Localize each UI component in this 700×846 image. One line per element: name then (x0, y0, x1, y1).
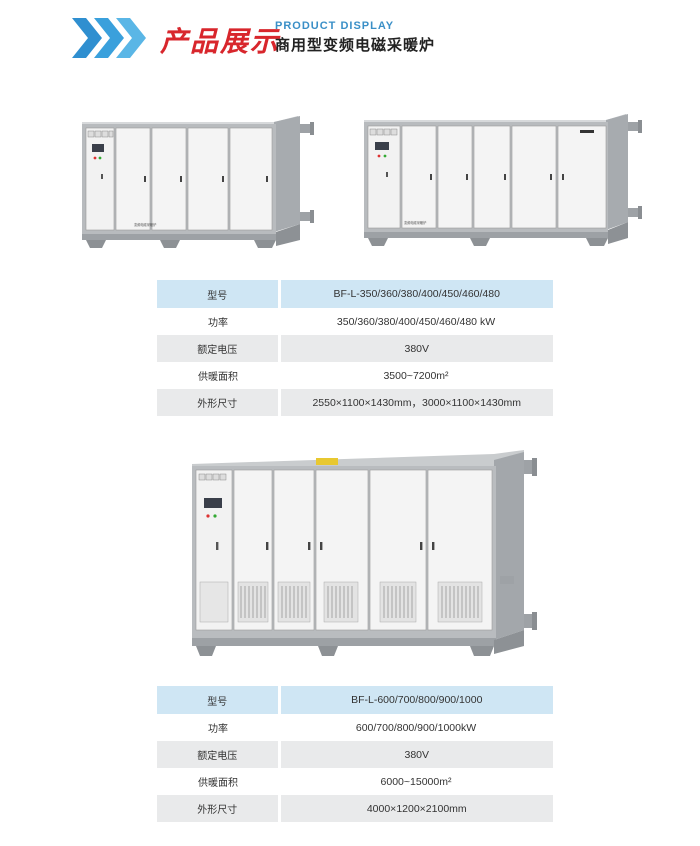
spec-key: 额定电压 (157, 741, 281, 768)
spec-value: 2550×1100×1430mm，3000×1100×1430mm (279, 389, 553, 416)
spec-value: 3500~7200m² (279, 362, 553, 389)
spec-row-dimensions: 外形尺寸 2550×1100×1430mm，3000×1100×1430mm (157, 389, 553, 416)
spec-key: 外形尺寸 (157, 389, 281, 416)
spec-value: BF-L-350/360/380/400/450/460/480 (279, 280, 553, 308)
spec-row-dimensions: 外形尺寸 4000×1200×2100mm (157, 795, 553, 822)
spec-value: 350/360/380/400/450/460/480 kW (279, 308, 553, 335)
section-subtitle: 商用型变频电磁采暖炉 (275, 36, 436, 54)
spec-row-power: 功率 600/700/800/900/1000kW (157, 714, 553, 741)
spec-table-2: 型号 BF-L-600/700/800/900/1000 功率 600/700/… (157, 686, 553, 822)
heater-image-right: 变频电磁采暖炉 (364, 114, 642, 246)
page-header: 产品展示 PRODUCT DISPLAY 商用型变频电磁采暖炉 (60, 8, 660, 66)
spec-value: 6000~15000m² (279, 768, 553, 795)
spec-row-power: 功率 350/360/380/400/450/460/480 kW (157, 308, 553, 335)
machine-label: 变频电磁采暖炉 (134, 222, 156, 227)
chevron-arrows-icon (72, 18, 146, 58)
spec-row-voltage: 额定电压 380V (157, 335, 553, 362)
spec-row-model: 型号 BF-L-600/700/800/900/1000 (157, 686, 553, 714)
section-title: 产品展示 (160, 25, 281, 58)
spec-key: 功率 (157, 308, 279, 335)
spec-value: BF-L-600/700/800/900/1000 (279, 686, 553, 714)
heater-image-large (192, 450, 537, 656)
section-title-english: PRODUCT DISPLAY (275, 20, 395, 32)
spec-key: 型号 (157, 280, 281, 308)
spec-row-area: 供暖面积 3500~7200m² (157, 362, 553, 389)
spec-value: 380V (279, 741, 553, 768)
spec-key: 供暖面积 (157, 362, 279, 389)
spec-key: 额定电压 (157, 335, 281, 362)
spec-value: 4000×1200×2100mm (279, 795, 553, 822)
spec-table-1: 型号 BF-L-350/360/380/400/450/460/480 功率 3… (157, 280, 553, 416)
spec-row-area: 供暖面积 6000~15000m² (157, 768, 553, 795)
spec-key: 供暖面积 (157, 768, 279, 795)
spec-key: 型号 (157, 686, 281, 714)
spec-key: 功率 (157, 714, 279, 741)
spec-value: 380V (279, 335, 553, 362)
spec-row-model: 型号 BF-L-350/360/380/400/450/460/480 (157, 280, 553, 308)
machine-label: 变频电磁采暖炉 (404, 220, 426, 225)
spec-value: 600/700/800/900/1000kW (279, 714, 553, 741)
spec-row-voltage: 额定电压 380V (157, 741, 553, 768)
heater-image-left: 变频电磁采暖炉 (82, 116, 314, 248)
spec-key: 外形尺寸 (157, 795, 281, 822)
